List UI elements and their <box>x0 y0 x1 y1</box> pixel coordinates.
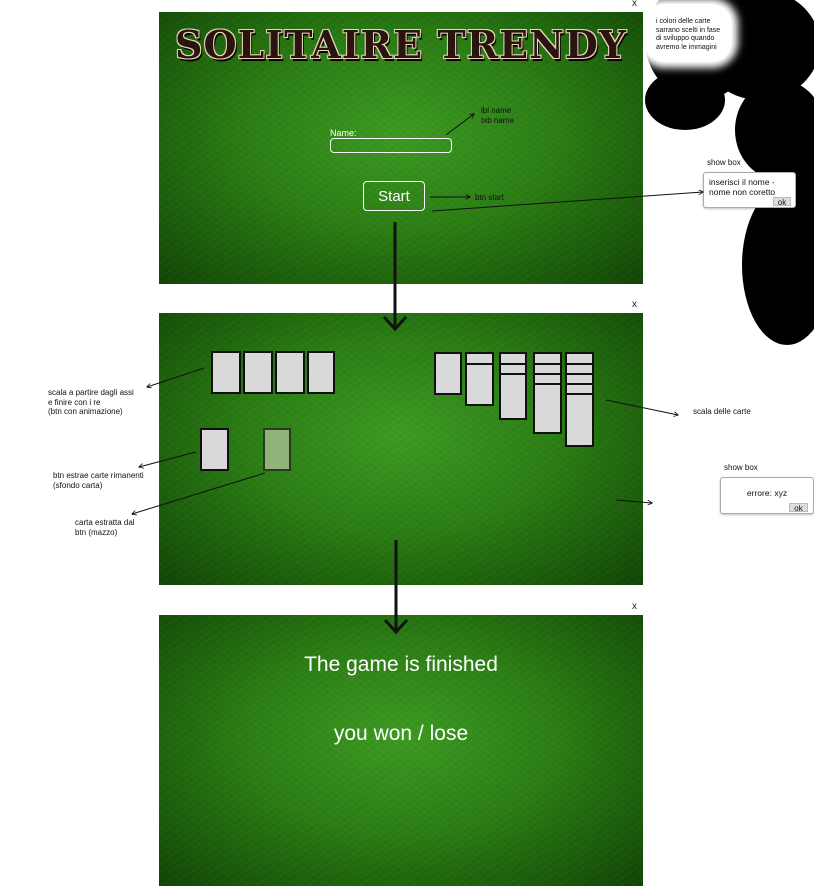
arrow-showbox1 <box>431 192 703 212</box>
tableau-stack[interactable] <box>499 352 527 420</box>
arrow-foundations <box>147 367 205 387</box>
finished-message: The game is finished <box>304 653 498 676</box>
foundation-pile[interactable] <box>307 351 335 394</box>
foundation-pile[interactable] <box>211 351 241 394</box>
showbox-label: show box <box>707 158 741 167</box>
game-over-screen: The game is finished you won / lose <box>159 615 643 886</box>
close-icon[interactable]: x <box>632 299 637 310</box>
card-separator <box>501 363 525 365</box>
error-dialog-name: inserisci il nome - nome non coretto ok <box>703 172 796 208</box>
note-foundations: scala a partire dagli assi e finire con … <box>48 388 134 416</box>
dialog-ok-button[interactable]: ok <box>789 503 808 513</box>
note-tableau: scala delle carte <box>693 407 751 416</box>
card-separator <box>535 383 560 385</box>
close-icon[interactable]: x <box>632 601 637 612</box>
arrow-deck <box>139 451 197 467</box>
note-drawn: carta estratta dal btn (mazzo) <box>75 518 135 537</box>
dialog-message: inserisci il nome - nome non coretto <box>709 177 776 197</box>
card-separator <box>467 363 492 365</box>
close-icon[interactable]: x <box>632 0 637 9</box>
arrow-lbl-txb <box>445 114 474 136</box>
note-card-colors: i colori delle carte sarrano scelti in f… <box>656 18 721 51</box>
game-board-screen <box>159 313 643 585</box>
card-separator <box>567 393 592 395</box>
note-lbl-txb: lbl name txb name <box>481 106 514 125</box>
card-separator <box>535 373 560 375</box>
card-separator <box>567 383 592 385</box>
login-screen: SOLITAIRE TRENDY Name: Start <box>159 12 643 284</box>
arrow-showbox2 <box>615 499 652 503</box>
foundation-pile[interactable] <box>243 351 273 394</box>
decorative-blob <box>645 70 725 130</box>
name-input[interactable] <box>330 138 452 153</box>
note-btn-start: btn start <box>475 193 504 202</box>
note-deck: btn estrae carte rimanenti (sfondo carta… <box>53 471 144 490</box>
arrow-drawn <box>132 472 266 514</box>
tableau-stack[interactable] <box>434 352 462 395</box>
flow-arrow <box>382 222 408 332</box>
tableau-stack[interactable] <box>565 352 594 447</box>
deck-draw-button[interactable] <box>200 428 229 471</box>
sticky-note-cloud <box>644 4 732 62</box>
dialog-ok-button[interactable]: ok <box>773 197 791 207</box>
card-separator <box>535 363 560 365</box>
drawn-card[interactable] <box>263 428 291 471</box>
card-separator <box>567 373 592 375</box>
arrow-tableau <box>605 399 678 415</box>
name-label: Name: <box>330 128 357 138</box>
start-button[interactable]: Start <box>363 181 425 211</box>
tableau-stack[interactable] <box>465 352 494 406</box>
game-title: SOLITAIRE TRENDY <box>175 22 627 67</box>
flow-arrow <box>383 540 409 635</box>
foundation-pile[interactable] <box>275 351 305 394</box>
showbox-label: show box <box>724 463 758 472</box>
card-separator <box>501 373 525 375</box>
dialog-message: errore: xyz <box>746 488 788 498</box>
result-message: you won / lose <box>333 722 469 745</box>
tableau-stack[interactable] <box>533 352 562 434</box>
card-separator <box>567 363 592 365</box>
